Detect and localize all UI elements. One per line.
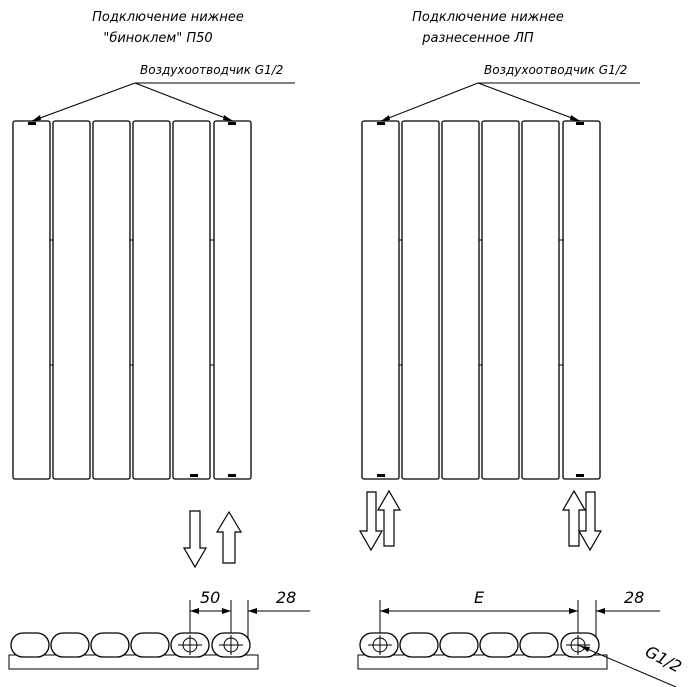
left-panel-5 xyxy=(172,120,211,480)
right-panel-2 xyxy=(401,120,440,480)
right-left-arrow-up xyxy=(376,489,402,547)
left-panel-2 xyxy=(52,120,91,480)
left-title-line1: Подключение нижнее xyxy=(92,10,244,25)
right-right-arrow-up xyxy=(561,489,587,547)
left-panel-3 xyxy=(92,120,131,480)
left-air-vent-label: Воздухоотводчик G1/2 xyxy=(140,63,283,77)
left-panel-1 xyxy=(12,120,51,480)
right-dim-offset: 28 xyxy=(624,588,644,607)
right-air-vent-label: Воздухоотводчик G1/2 xyxy=(484,63,627,77)
left-dim-spacing: 50 xyxy=(200,588,220,607)
left-air-vent-leader: Воздухоотводчик G1/2 xyxy=(31,63,295,122)
right-variant: Подключение нижнее разнесенное ЛП Воздух… xyxy=(357,10,685,687)
left-return-arrow-up xyxy=(215,510,243,564)
left-flow-arrows xyxy=(182,510,243,569)
right-panel-4 xyxy=(481,120,520,480)
right-left-arrow-down xyxy=(358,491,384,552)
right-title-line1: Подключение нижнее xyxy=(412,10,564,25)
right-panel-3 xyxy=(441,120,480,480)
right-dim-spacing: E xyxy=(474,588,485,607)
left-supply-arrow-down xyxy=(182,510,208,569)
left-dim-offset: 28 xyxy=(276,588,296,607)
right-right-arrow-down xyxy=(577,491,603,552)
left-radiator-top-view xyxy=(8,632,259,670)
left-radiator-front-view xyxy=(12,120,252,480)
right-panel-6 xyxy=(562,120,601,480)
right-dimensions: E 28 xyxy=(379,588,660,640)
left-title-line2: "биноклем" П50 xyxy=(103,31,212,46)
left-dimensions: 50 28 xyxy=(189,588,310,640)
right-panel-5 xyxy=(521,120,560,480)
right-thread-label: G1/2 xyxy=(642,642,685,677)
left-variant: Подключение нижнее "биноклем" П50 Воздух… xyxy=(8,10,310,670)
right-radiator-top-view xyxy=(357,632,608,670)
right-flow-arrows xyxy=(358,489,603,552)
right-air-vent-leader: Воздухоотводчик G1/2 xyxy=(380,63,640,122)
left-panel-4 xyxy=(132,120,171,480)
left-panel-6 xyxy=(213,120,252,480)
right-title-line2: разнесенное ЛП xyxy=(421,31,534,46)
right-panel-1 xyxy=(361,120,400,480)
right-radiator-front-view xyxy=(361,120,601,480)
